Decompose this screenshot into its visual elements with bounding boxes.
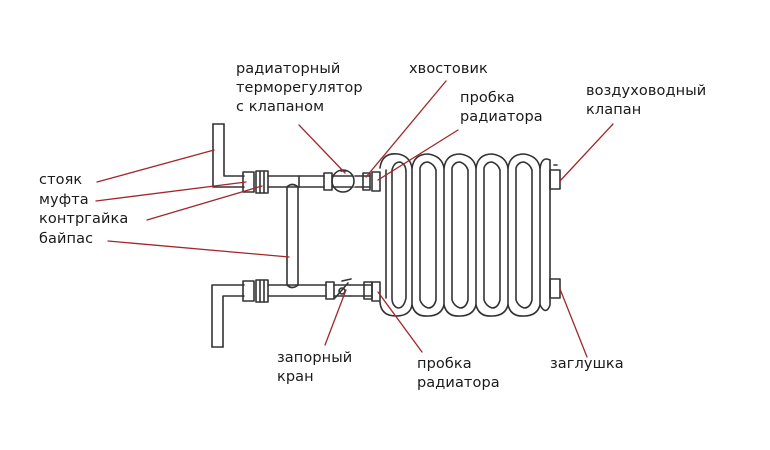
coupling-top bbox=[242, 170, 269, 194]
label-coupling: муфта bbox=[39, 191, 89, 210]
leader-plug-top bbox=[377, 129, 459, 181]
label-plug-top: пробка радиатора bbox=[460, 89, 543, 127]
leader-coupling bbox=[95, 181, 247, 202]
label-cap-text: заглушка bbox=[550, 356, 624, 372]
leader-bypass bbox=[107, 240, 290, 258]
shutoff-valve bbox=[333, 278, 352, 299]
label-shutoff-valve: запорный кран bbox=[277, 349, 352, 387]
riser-bottom-pipe bbox=[211, 284, 245, 348]
leader-lines bbox=[95, 80, 614, 358]
leader-thermostat bbox=[298, 124, 346, 174]
leader-shutoff bbox=[324, 289, 347, 346]
label-tailpiece: хвостовик bbox=[409, 60, 488, 79]
return-pipe-bottom bbox=[267, 281, 373, 300]
radiator bbox=[371, 152, 561, 317]
leader-tailpiece bbox=[365, 80, 447, 178]
label-thermostat-line-3: с клапаном bbox=[236, 99, 325, 115]
label-air-valve: воздуховодный клапан bbox=[586, 82, 706, 120]
label-thermostat-line-2: терморегулятор bbox=[236, 80, 363, 96]
coupling-bottom bbox=[242, 279, 269, 303]
label-shutoff-line-2: кран bbox=[277, 369, 314, 385]
label-plug-bottom-line-1: пробка bbox=[417, 356, 472, 372]
supply-pipe-top bbox=[267, 172, 371, 191]
label-air-valve-line-1: воздуховодный bbox=[586, 83, 707, 99]
label-bypass: байпас bbox=[39, 230, 93, 249]
label-bypass-text: байпас bbox=[39, 231, 94, 247]
leader-air-valve bbox=[559, 123, 614, 182]
label-cap: заглушка bbox=[550, 355, 624, 374]
label-riser-text: стояк bbox=[39, 172, 83, 188]
label-shutoff-line-1: запорный bbox=[277, 350, 353, 366]
label-plug-bottom-line-2: радиатора bbox=[417, 375, 500, 391]
label-thermostat-line-1: радиаторный bbox=[236, 61, 341, 77]
label-locknut-text: контргайка bbox=[39, 211, 129, 227]
leader-cap bbox=[559, 288, 588, 358]
riser-top-pipe bbox=[212, 123, 245, 188]
bypass-pipe bbox=[286, 183, 299, 289]
label-thermostat: радиаторный терморегулятор с клапаном bbox=[236, 60, 363, 117]
leader-locknut bbox=[146, 185, 263, 221]
thermostatic-valve bbox=[331, 169, 355, 193]
label-tailpiece-text: хвостовик bbox=[409, 61, 488, 77]
label-plug-bottom: пробка радиатора bbox=[417, 355, 500, 393]
label-air-valve-line-2: клапан bbox=[586, 102, 642, 118]
label-riser: стояк bbox=[39, 171, 82, 190]
label-plug-top-line-1: пробка bbox=[460, 90, 515, 106]
label-locknut: контргайка bbox=[39, 210, 128, 229]
leader-riser bbox=[96, 149, 215, 183]
label-coupling-text: муфта bbox=[39, 192, 89, 208]
leader-plug-bottom bbox=[377, 291, 423, 353]
label-plug-top-line-2: радиатора bbox=[460, 109, 543, 125]
